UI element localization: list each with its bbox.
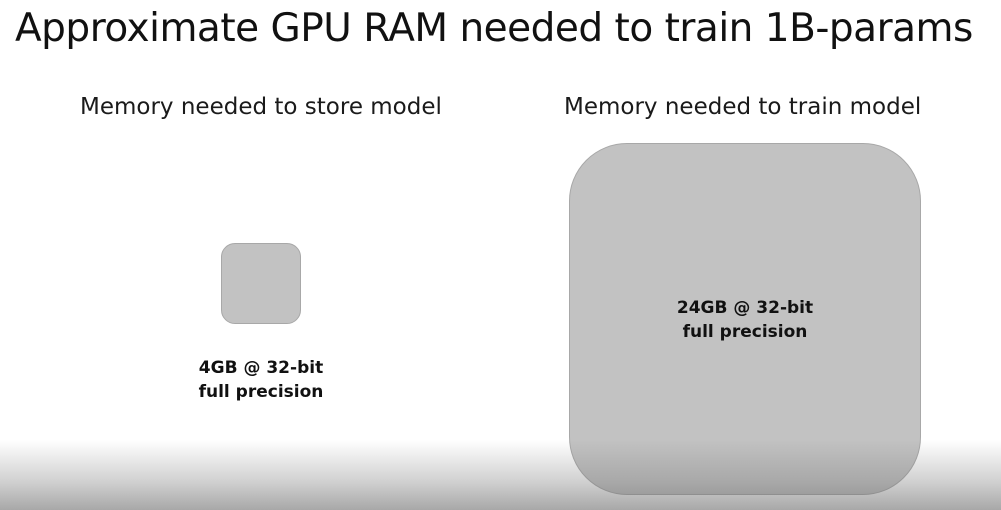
train-memory-size: 24GB @ 32-bit [676, 298, 814, 318]
train-model-heading: Memory needed to train model [564, 94, 922, 120]
store-memory-size: 4GB @ 32-bit [198, 358, 324, 378]
train-memory-box [569, 143, 921, 495]
store-memory-caption: 4GB @ 32-bit full precision [170, 356, 352, 404]
store-memory-precision: full precision [198, 382, 324, 402]
store-model-heading: Memory needed to store model [80, 94, 442, 120]
train-memory-precision: full precision [682, 322, 808, 342]
train-memory-caption: 24GB @ 32-bit full precision [569, 296, 921, 344]
slide-title: Approximate GPU RAM needed to train 1B-p… [15, 6, 973, 51]
store-memory-box [221, 243, 301, 324]
